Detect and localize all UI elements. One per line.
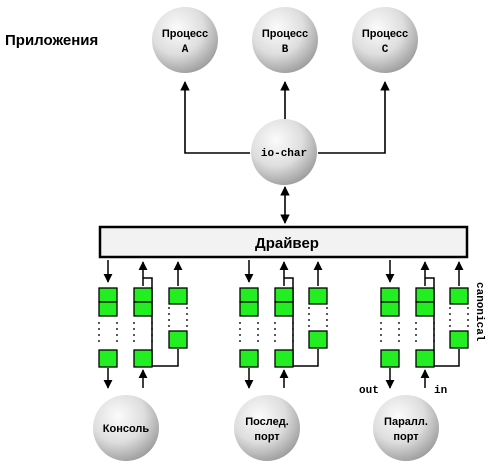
canonical-label: canonical <box>473 282 485 342</box>
out-label: out <box>359 385 379 397</box>
process-node-b: Процесс B <box>252 7 318 73</box>
in-label: in <box>434 385 447 397</box>
io-char-label: io-char <box>261 148 307 160</box>
device-console-line1: Консоль <box>103 423 150 435</box>
process-b-line1: Процесс <box>262 28 308 40</box>
buffer-group-serial <box>239 260 328 389</box>
process-node-a: Процесс A <box>152 7 218 73</box>
driver-label: Драйвер <box>255 235 319 252</box>
process-node-c: Процесс C <box>352 7 418 73</box>
device-node-serial: Послед. порт <box>234 395 300 461</box>
device-node-parallel: Паралл. порт <box>373 395 439 461</box>
driver-box: Драйвер <box>98 225 469 259</box>
device-parallel-line1: Паралл. <box>384 416 428 428</box>
device-node-console: Консоль <box>93 395 159 461</box>
buffer-group-console <box>98 260 188 389</box>
buffer-group-parallel <box>380 260 469 389</box>
page-title: Приложения <box>5 32 98 49</box>
process-c-line2: C <box>382 44 389 56</box>
process-c-line1: Процесс <box>362 28 408 40</box>
process-a-line2: A <box>182 44 189 56</box>
io-char-connectors <box>180 81 390 224</box>
io-char-node: io-char <box>251 119 317 185</box>
device-serial-line1: Послед. <box>245 416 289 428</box>
device-parallel-line2: порт <box>393 431 419 443</box>
process-a-line1: Процесс <box>162 28 208 40</box>
process-b-line2: B <box>282 44 289 56</box>
device-serial-line2: порт <box>254 431 280 443</box>
